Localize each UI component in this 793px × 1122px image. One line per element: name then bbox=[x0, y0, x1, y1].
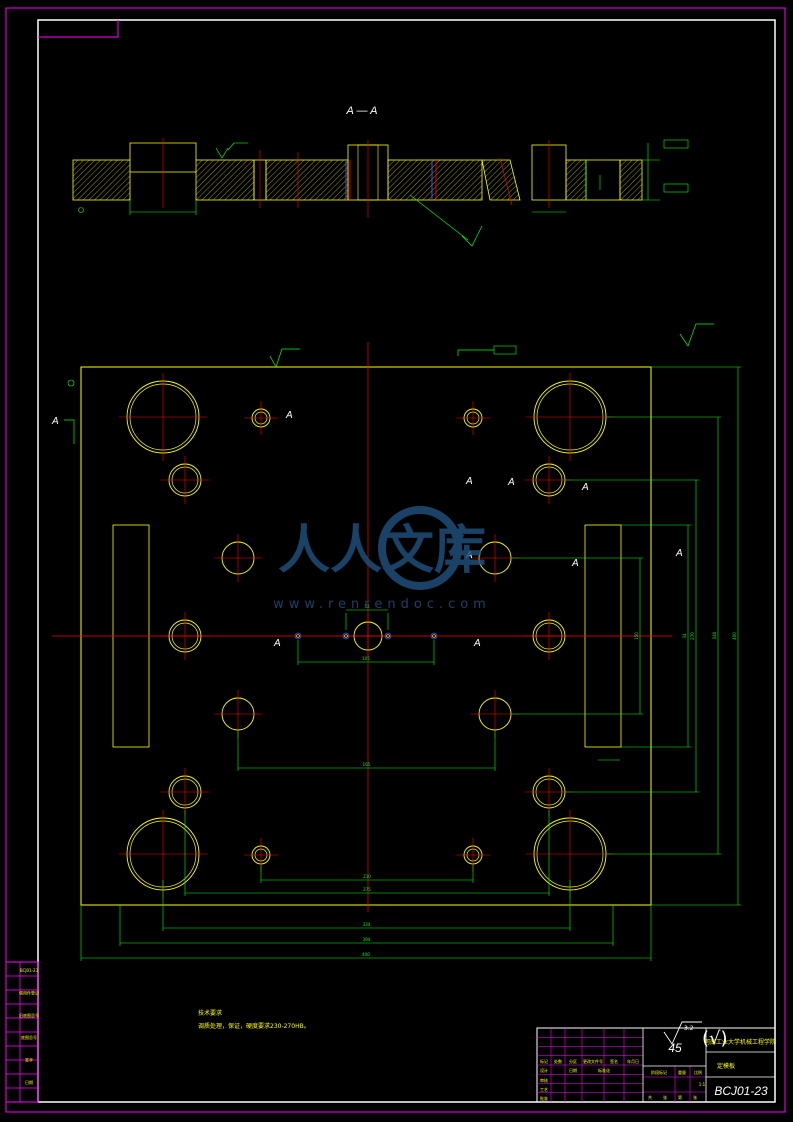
plate-hole bbox=[526, 373, 614, 461]
strip-label: 签字 bbox=[25, 1057, 33, 1063]
plate-hole bbox=[161, 768, 209, 816]
title-block: 45 河南工业大学机械工程学院 定模板 BCJ01-23 1:1 标记处数 分区更… bbox=[536, 1027, 776, 1103]
pin-hole bbox=[430, 632, 438, 640]
plate-hole bbox=[119, 373, 207, 461]
section-label: A bbox=[465, 476, 473, 487]
section-label: A bbox=[465, 550, 473, 561]
pin-hole bbox=[342, 632, 350, 640]
title-block-label: 年月日 bbox=[627, 1058, 639, 1064]
title-block-label: 共 bbox=[648, 1094, 652, 1100]
section-label: A bbox=[51, 416, 59, 427]
drawing-number: BCJ01-23 bbox=[714, 1084, 768, 1098]
material-label: 45 bbox=[668, 1041, 682, 1055]
section-view: A — A bbox=[72, 105, 689, 247]
title-block-label: 处数 bbox=[554, 1058, 562, 1064]
plate-hole bbox=[161, 456, 209, 504]
plate-hole bbox=[214, 534, 262, 582]
pin-hole bbox=[384, 632, 392, 640]
tech-notes: 技术要求 调质处理，保证，硬度要求230-270HB。 bbox=[198, 1009, 310, 1030]
title-block-label: 张 bbox=[663, 1094, 667, 1100]
dimension-label: 275 bbox=[363, 887, 371, 892]
title-block-label: 审核 bbox=[540, 1077, 548, 1083]
title-block-label: 重量 bbox=[678, 1069, 686, 1075]
section-center-lines bbox=[162, 138, 550, 218]
sheet-border bbox=[5, 7, 786, 1113]
plan-view: 400 394 334 275 210 165 105 52 400 340 270 150 34 A A… bbox=[51, 323, 741, 961]
section-dims bbox=[129, 142, 660, 241]
section-body bbox=[72, 142, 643, 206]
title-block-label: 批准 bbox=[540, 1095, 548, 1101]
plate-hole bbox=[161, 612, 209, 660]
company-name: 河南工业大学机械工程学院 bbox=[704, 1038, 776, 1046]
section-label: A bbox=[581, 482, 589, 493]
strip-label: BCJ01-23 bbox=[20, 968, 39, 973]
title-block-label: 标记 bbox=[540, 1058, 548, 1064]
title-block-label: 工艺 bbox=[540, 1087, 548, 1092]
scale-value: 1:1 bbox=[699, 1082, 706, 1087]
section-label: A bbox=[285, 410, 293, 421]
section-label: A bbox=[571, 558, 579, 569]
plate-hole bbox=[525, 612, 573, 660]
title-block-label: 张 bbox=[693, 1094, 697, 1100]
dimension-label: 394 bbox=[363, 937, 371, 942]
dimension-label: 270 bbox=[690, 632, 695, 640]
watermark-url: www.renrendoc.com bbox=[273, 597, 491, 612]
title-block-label: 第 bbox=[678, 1094, 682, 1100]
section-label: A bbox=[273, 638, 281, 649]
title-block-label: 阶段标记 bbox=[651, 1069, 667, 1075]
section-label: A bbox=[473, 638, 481, 649]
title-block-label: 日期 bbox=[569, 1067, 577, 1073]
dimension-label: 340 bbox=[712, 631, 717, 639]
strip-label: 日期 bbox=[25, 1079, 33, 1085]
section-label: A bbox=[675, 548, 683, 559]
dimension-label: 400 bbox=[732, 632, 737, 640]
watermark-logo-icon bbox=[378, 506, 462, 590]
title-block-label: 分区 bbox=[569, 1058, 577, 1064]
title-block-label: 比例 bbox=[694, 1069, 702, 1075]
tech-notes-title: 技术要求 bbox=[198, 1009, 222, 1017]
dimension-label: 150 bbox=[634, 632, 639, 640]
plate-hole bbox=[346, 614, 390, 658]
title-block-label: 更改文件号 bbox=[583, 1058, 603, 1064]
dimension-label: 34 bbox=[682, 633, 687, 639]
dimension-label: 334 bbox=[363, 922, 371, 927]
watermark: 人人文库 www.renrendoc.com bbox=[273, 506, 491, 612]
section-title: A — A bbox=[346, 105, 378, 117]
dimension-label: 52 bbox=[364, 604, 370, 609]
plate-hole bbox=[456, 838, 490, 872]
section-label: A bbox=[507, 477, 515, 488]
title-block-label: 签名 bbox=[610, 1058, 618, 1064]
plate-hole bbox=[244, 401, 278, 435]
title-block-label: 设计 bbox=[540, 1067, 548, 1073]
pin-hole bbox=[294, 632, 302, 640]
plate-hole bbox=[456, 401, 490, 435]
strip-label: 旧底图总号 bbox=[19, 1012, 39, 1018]
watermark-text: 人人文库 bbox=[278, 521, 486, 581]
tech-notes-line1: 调质处理，保证，硬度要求230-270HB。 bbox=[198, 1022, 310, 1030]
strip-label: 借用件登记 bbox=[19, 989, 39, 995]
dimension-label: 210 bbox=[363, 874, 371, 879]
roughness-paren: (√) bbox=[702, 1028, 728, 1049]
title-block-label: 标准化 bbox=[598, 1067, 610, 1073]
part-name: 定模板 bbox=[717, 1062, 735, 1070]
strip-label: 底图总号 bbox=[21, 1034, 37, 1040]
dimension-label: 400 bbox=[362, 952, 370, 957]
dimension-label: 105 bbox=[362, 656, 370, 661]
dimension-label: 165 bbox=[363, 762, 371, 767]
